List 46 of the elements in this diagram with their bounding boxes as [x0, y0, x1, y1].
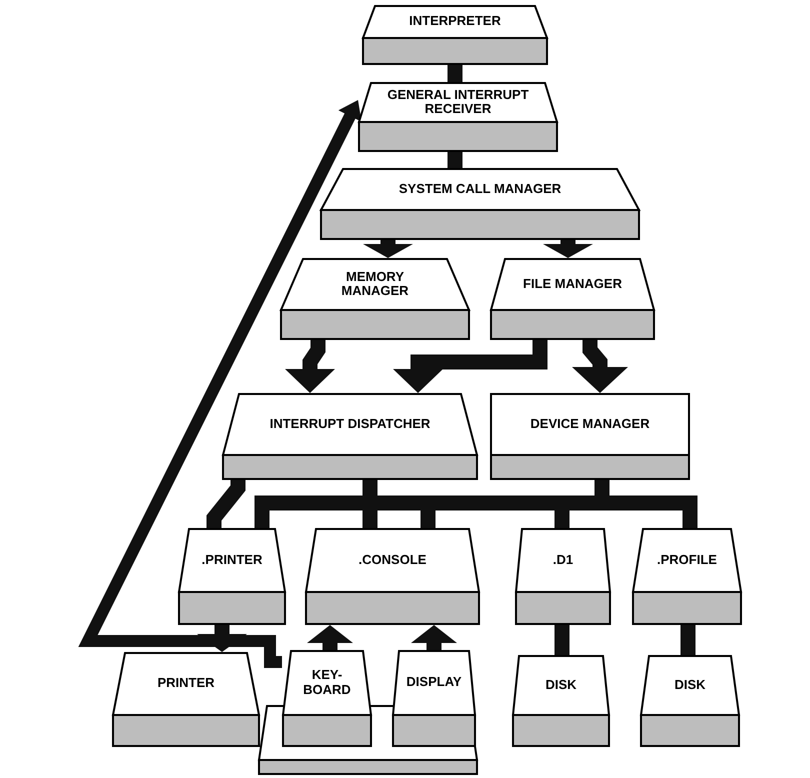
- arrow: [411, 625, 457, 650]
- module-block: [112, 652, 260, 747]
- connector-bar: [206, 480, 246, 528]
- connector-bar: [680, 625, 696, 655]
- module-block: [515, 528, 611, 625]
- arrow: [543, 240, 593, 258]
- block-label: KEY- BOARD: [302, 668, 352, 697]
- module-block: [632, 528, 742, 625]
- block-label: .CONSOLE: [358, 552, 426, 568]
- block-label: .D1: [552, 552, 574, 568]
- block-label: DISPLAY: [406, 675, 462, 690]
- module-block: [222, 393, 478, 480]
- block-label: .PRINTER: [202, 552, 262, 568]
- module-block: [358, 82, 558, 152]
- arrow: [78, 100, 362, 668]
- arrow: [197, 625, 247, 652]
- module-block: [282, 650, 372, 747]
- module-block: [392, 650, 476, 747]
- arrow: [393, 340, 548, 393]
- block-label: SYSTEM CALL MANAGER: [398, 182, 562, 196]
- block-label: INTERRUPT DISPATCHER: [270, 416, 430, 432]
- connector-bar: [362, 480, 378, 528]
- arrow: [572, 340, 628, 393]
- block-label: DISK: [674, 678, 706, 692]
- block-label: GENERAL INTERRUPT RECEIVER: [386, 88, 530, 116]
- module-block: [178, 528, 286, 625]
- module-block: [320, 168, 640, 240]
- connector-bar: [448, 65, 462, 82]
- module-block: [280, 258, 470, 340]
- block-label: PRINTER: [157, 676, 215, 691]
- block-label: DEVICE MANAGER: [530, 416, 650, 432]
- block-label: MEMORY MANAGER: [340, 270, 410, 298]
- block-label: DISK: [545, 678, 577, 692]
- arrow: [363, 240, 413, 258]
- connector-bar: [554, 625, 570, 655]
- block-label: .PROFILE: [657, 552, 717, 568]
- module-block: [640, 655, 740, 747]
- module-block: [490, 258, 655, 340]
- connector-bar: [448, 152, 462, 168]
- arrow: [285, 340, 335, 393]
- module-block: [490, 393, 690, 480]
- block-label: INTERPRETER: [409, 14, 501, 29]
- module-block: [362, 5, 548, 65]
- module-block: [305, 528, 480, 625]
- module-block: [512, 655, 610, 747]
- block-label: FILE MANAGER: [523, 276, 622, 292]
